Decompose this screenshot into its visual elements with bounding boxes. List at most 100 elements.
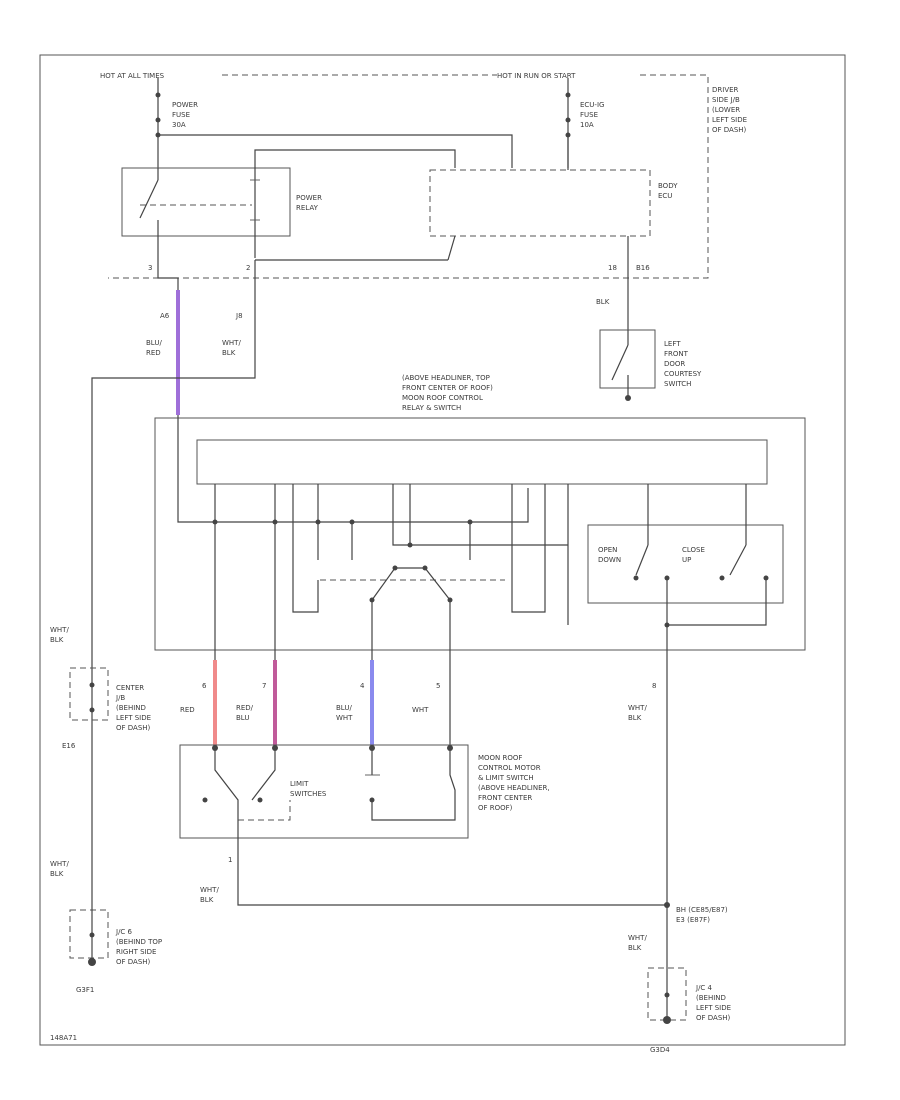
wire-wht-blk-left-label-1: WHT/ bbox=[50, 626, 69, 634]
pin-3: 3 bbox=[148, 264, 152, 272]
power-fuse-label-1: POWER bbox=[172, 101, 198, 109]
pin-6: 6 bbox=[202, 682, 207, 690]
door-switch-label-5: SWITCH bbox=[664, 380, 691, 388]
pin-1: 1 bbox=[228, 856, 232, 864]
motor-label-5: FRONT CENTER bbox=[478, 794, 532, 802]
pin-2: 2 bbox=[246, 264, 250, 272]
power-fuse: POWER FUSE 30A bbox=[155, 78, 198, 168]
ground-splice-label-1: BH (CE85/E87) bbox=[676, 906, 728, 914]
door-switch-label-4: COURTESY bbox=[664, 370, 702, 378]
center-jb-label-2: J/B bbox=[115, 694, 125, 702]
jc4-label-3: LEFT SIDE bbox=[696, 1004, 731, 1012]
hot-at-all-times-label: HOT AT ALL TIMES bbox=[100, 72, 165, 80]
power-relay-label-1: POWER bbox=[296, 194, 322, 202]
g2-label: G3D4 bbox=[650, 1046, 670, 1054]
center-jb-label-4: LEFT SIDE bbox=[116, 714, 151, 722]
motor-label-4: (ABOVE HEADLINER, bbox=[478, 784, 550, 792]
control-relay-label-1: (ABOVE HEADLINER, TOP bbox=[402, 374, 490, 382]
moon-roof-control-relay: OPEN DOWN CLOSE UP bbox=[154, 415, 806, 660]
ground-splice-label-2: E3 (E87F) bbox=[676, 916, 710, 924]
close-up-label-1: CLOSE bbox=[682, 546, 705, 554]
jc6-label-2: (BEHIND TOP bbox=[116, 938, 162, 946]
jc6-label-3: RIGHT SIDE bbox=[116, 948, 156, 956]
body-ecu-label-1: BODY bbox=[658, 182, 678, 190]
limit-switches-label-1: LIMIT bbox=[290, 780, 309, 788]
wire-wht-blk-a-label-1: WHT/ bbox=[222, 339, 241, 347]
wire-red-blu-label-1: RED/ bbox=[236, 704, 254, 712]
open-down-label-1: OPEN bbox=[598, 546, 617, 554]
power-fuse-label-3: 30A bbox=[172, 121, 186, 129]
jc6-label-4: OF DASH) bbox=[116, 958, 151, 966]
control-relay-label-4: RELAY & SWITCH bbox=[402, 404, 461, 412]
motor-label-6: OF ROOF) bbox=[478, 804, 513, 812]
pin-7: 7 bbox=[262, 682, 266, 690]
driver-jb-boundary bbox=[108, 74, 709, 279]
control-relay-label-3: MOON ROOF CONTROL bbox=[402, 394, 483, 402]
pin-j8: J8 bbox=[235, 312, 243, 320]
wire-blu-red-label-1: BLU/ bbox=[146, 339, 162, 347]
wire-wht-blk-bottom-label-2: BLK bbox=[200, 896, 214, 904]
close-up-label-2: UP bbox=[682, 556, 691, 564]
power-relay: POWER RELAY bbox=[121, 149, 456, 258]
ecu-ig-fuse-label-1: ECU-IG bbox=[580, 101, 604, 109]
center-jb-label-5: OF DASH) bbox=[116, 724, 151, 732]
wire-wht-blk-lower-label-1: WHT/ bbox=[50, 860, 69, 868]
body-ecu-label-2: ECU bbox=[658, 192, 672, 200]
limit-switches-label-2: SWITCHES bbox=[290, 790, 327, 798]
door-switch-label-3: DOOR bbox=[664, 360, 685, 368]
wire-blu-red-label-2: RED bbox=[146, 349, 161, 357]
jc4-label-2: (BEHIND bbox=[696, 994, 726, 1002]
jc4-label-4: OF DASH) bbox=[696, 1014, 731, 1022]
pin-b16: B16 bbox=[636, 264, 650, 272]
driver-jb-label-2: SIDE J/B bbox=[712, 96, 740, 104]
center-jb: CENTER J/B (BEHIND LEFT SIDE OF DASH) E1… bbox=[62, 667, 151, 750]
jc6-label-1: J/C 6 bbox=[115, 928, 133, 936]
wire-wht-label: WHT bbox=[412, 706, 429, 714]
wire-blk-door-label: BLK bbox=[596, 298, 610, 306]
ecu-ig-fuse-label-2: FUSE bbox=[580, 111, 598, 119]
door-switch-label-1: LEFT bbox=[664, 340, 681, 348]
wire-blu-wht-label-2: WHT bbox=[336, 714, 353, 722]
motor-label-1: MOON ROOF bbox=[478, 754, 522, 762]
e16-label: E16 bbox=[62, 742, 76, 750]
wire-wht-blk-lower-label-2: BLK bbox=[50, 870, 64, 878]
diagram-code: 148A71 bbox=[50, 1034, 77, 1042]
ecu-ig-fuse-label-3: 10A bbox=[580, 121, 594, 129]
ecu-ig-fuse: ECU-IG FUSE 10A bbox=[565, 78, 604, 168]
power-fuse-to-ecu-wire bbox=[158, 134, 513, 168]
wire-wht-blk-right-label-1: WHT/ bbox=[628, 704, 647, 712]
jc4-ground: J/C 4 (BEHIND LEFT SIDE OF DASH) G3D4 bbox=[647, 905, 731, 1054]
diagram-frame bbox=[39, 54, 846, 1046]
wire-blu-wht-label-1: BLU/ bbox=[336, 704, 352, 712]
body-ecu: BODY ECU bbox=[255, 135, 678, 330]
motor-ground-wire bbox=[237, 820, 667, 906]
power-relay-label-2: RELAY bbox=[296, 204, 319, 212]
wire-wht-blk-right-label-2: BLK bbox=[628, 714, 642, 722]
center-jb-label-3: (BEHIND bbox=[116, 704, 146, 712]
moon-roof-motor: LIMIT SWITCHES MOON ROOF CONTROL MOTOR &… bbox=[179, 744, 550, 839]
driver-jb-label-3: (LOWER bbox=[712, 106, 740, 114]
wire-wht-blk-gnd-label-1: WHT/ bbox=[628, 934, 647, 942]
pin-8: 8 bbox=[652, 682, 656, 690]
motor-label-3: & LIMIT SWITCH bbox=[478, 774, 534, 782]
driver-jb-label-1: DRIVER bbox=[712, 86, 739, 94]
pin-4: 4 bbox=[360, 682, 365, 690]
wire-wht-blk-bottom-label-1: WHT/ bbox=[200, 886, 219, 894]
door-courtesy-switch: BLK LEFT FRONT DOOR COURTESY SWITCH bbox=[596, 298, 702, 401]
wire-wht-blk-a-label-2: BLK bbox=[222, 349, 236, 357]
power-fuse-label-2: FUSE bbox=[172, 111, 190, 119]
blu-red-wire-top bbox=[157, 258, 179, 290]
driver-jb-label-4: LEFT SIDE bbox=[712, 116, 747, 124]
g1-label: G3F1 bbox=[76, 986, 94, 994]
wire-wht-blk-left-label-2: BLK bbox=[50, 636, 64, 644]
pin-5: 5 bbox=[436, 682, 440, 690]
open-down-label-2: DOWN bbox=[598, 556, 621, 564]
door-switch-label-2: FRONT bbox=[664, 350, 689, 358]
jc6-ground: J/C 6 (BEHIND TOP RIGHT SIDE OF DASH) G3… bbox=[69, 900, 162, 994]
control-relay-label-2: FRONT CENTER OF ROOF) bbox=[402, 384, 493, 392]
pin-a6: A6 bbox=[160, 312, 170, 320]
driver-jb-label-5: OF DASH) bbox=[712, 126, 747, 134]
pin-18: 18 bbox=[608, 264, 617, 272]
center-jb-label-1: CENTER bbox=[116, 684, 144, 692]
